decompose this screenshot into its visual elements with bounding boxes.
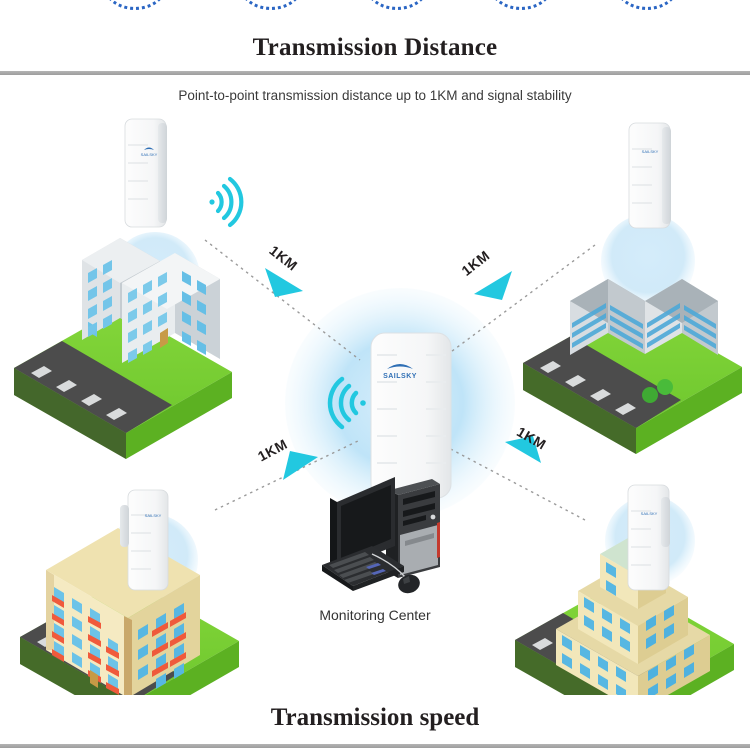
link-line-top-left xyxy=(204,239,361,361)
tree-icon xyxy=(657,379,673,395)
arrow-top-right xyxy=(474,271,512,300)
monitoring-center-computer xyxy=(322,477,440,594)
svg-text:SAILSKY: SAILSKY xyxy=(641,511,658,516)
partial-circle-icon xyxy=(104,0,166,10)
partial-circle-icon xyxy=(616,0,678,10)
link-line-bottom-right xyxy=(442,444,586,521)
arrow-top-left xyxy=(265,268,303,297)
partial-circle-icon xyxy=(366,0,428,10)
wifi-icon-center xyxy=(327,376,366,430)
arrow-bottom-left xyxy=(283,451,318,480)
svg-text:SAILSKY: SAILSKY xyxy=(141,152,158,157)
link-line-bottom-left xyxy=(214,439,361,511)
link-lines xyxy=(204,239,596,521)
svg-text:SAILSKY: SAILSKY xyxy=(383,373,417,380)
page-title: Transmission Distance xyxy=(252,34,498,61)
diagram-stage: SAILSKY xyxy=(0,105,750,695)
cpe-device-bottom-left: SAILSKY xyxy=(120,489,169,591)
building-bottom-left: SAILSKY xyxy=(20,489,239,695)
monitoring-center-label: Monitoring Center xyxy=(319,607,431,623)
cpe-device-top-right: SAILSKY xyxy=(628,122,671,229)
cpe-device-top-left: SAILSKY xyxy=(124,118,167,228)
partial-circle-icon xyxy=(240,0,302,10)
arrow-bottom-right xyxy=(505,436,541,463)
building-top-left: SAILSKY xyxy=(14,118,232,459)
network-diagram: SAILSKY xyxy=(14,118,742,695)
cpe-device-bottom-right: SAILSKY xyxy=(627,484,670,591)
page-subtitle: Point-to-point transmission distance up … xyxy=(178,88,572,103)
divider-top xyxy=(0,71,750,75)
wifi-icon-top-left xyxy=(209,176,244,228)
link-arrows xyxy=(265,268,541,480)
building-bottom-right: SAILSKY xyxy=(515,484,734,695)
svg-text:SAILSKY: SAILSKY xyxy=(642,149,659,154)
building-top-right: SAILSKY xyxy=(523,122,742,454)
svg-text:SAILSKY: SAILSKY xyxy=(145,513,162,518)
sailsky-logo: SAILSKY xyxy=(383,364,417,380)
tree-icon xyxy=(642,387,658,403)
cpe-device-center: SAILSKY xyxy=(370,332,452,499)
page-bottom-title: Transmission speed xyxy=(270,704,480,731)
divider-bottom xyxy=(0,744,750,748)
partial-circle-icon xyxy=(490,0,552,10)
top-partial-icons-strip xyxy=(0,0,750,14)
